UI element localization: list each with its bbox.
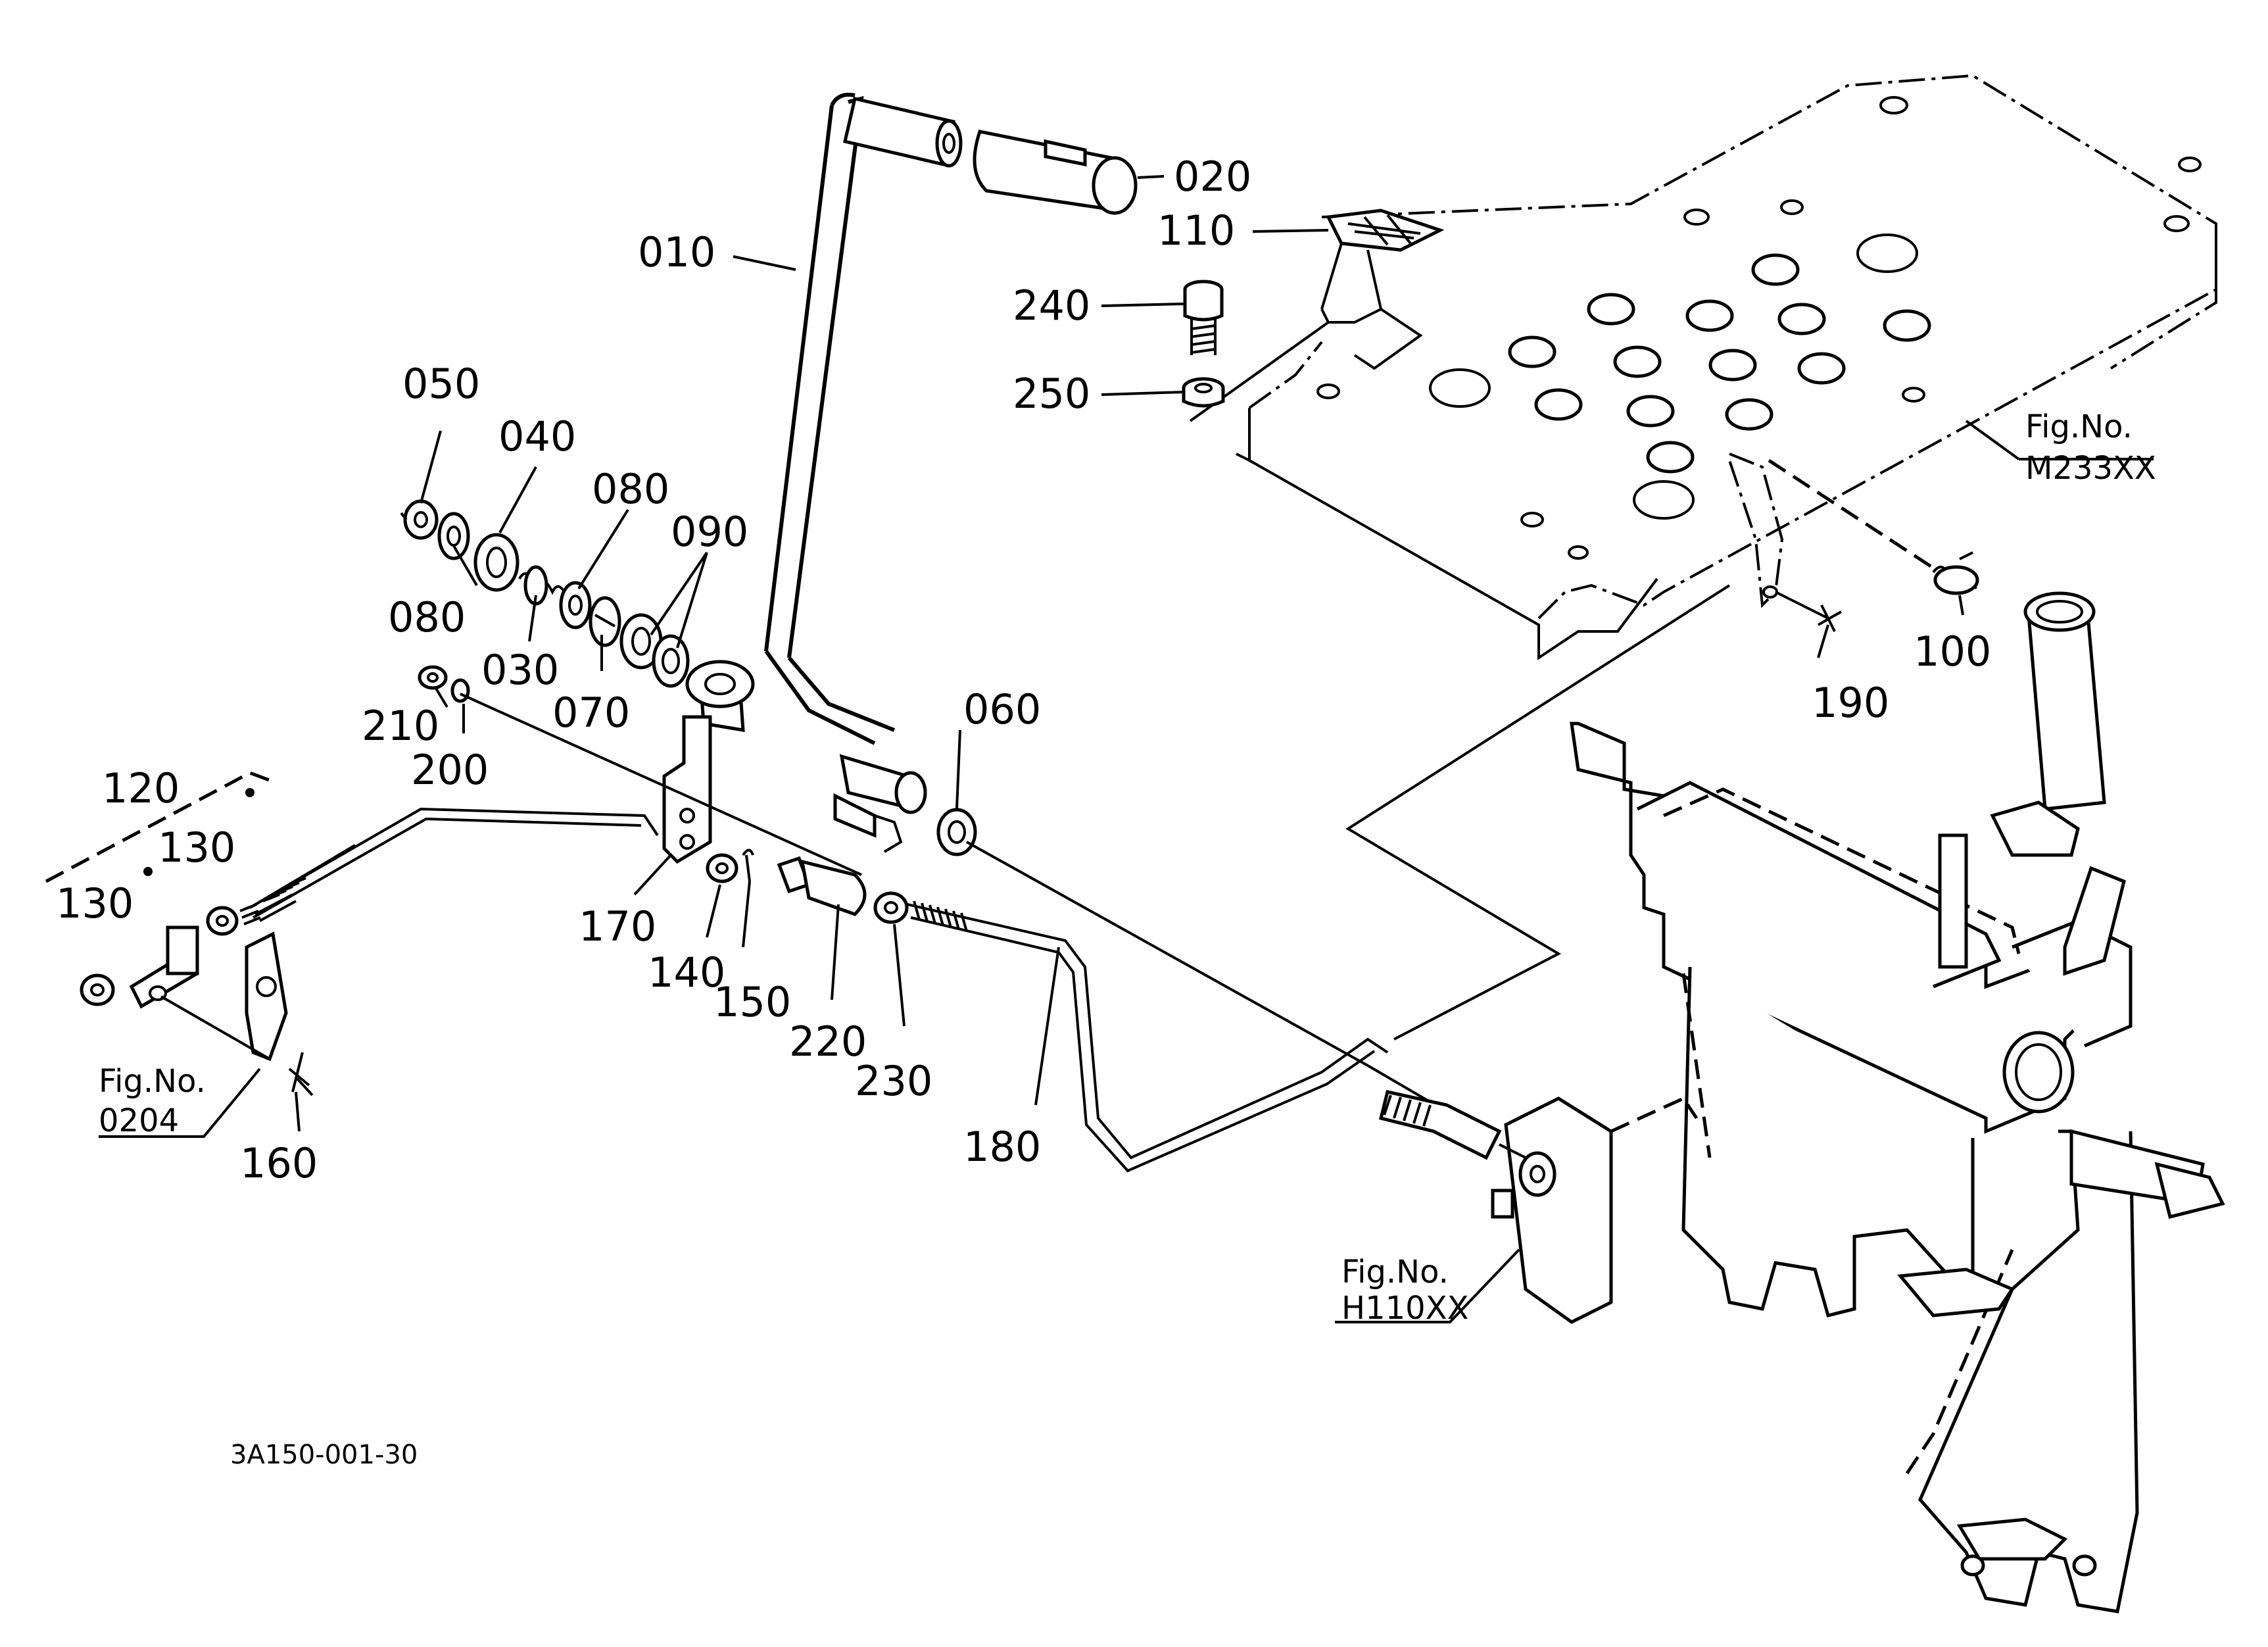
label-080-top: 080	[592, 465, 669, 513]
grip-020	[973, 130, 1138, 215]
label-220: 220	[789, 1018, 867, 1066]
steering-frame	[1570, 591, 2225, 1613]
washer-140	[706, 853, 738, 883]
label-110: 110	[1157, 207, 1235, 255]
washer-200	[450, 678, 470, 703]
label-080-bottom: 080	[388, 593, 466, 641]
label-010: 010	[638, 228, 715, 276]
label-150: 150	[713, 978, 791, 1026]
label-060: 060	[963, 685, 1041, 733]
label-180: 180	[963, 1123, 1041, 1171]
label-210: 210	[362, 702, 439, 750]
pin-150	[742, 848, 754, 882]
label-090: 090	[671, 508, 748, 556]
cotter-pin-160	[288, 1052, 314, 1096]
nut-210	[418, 665, 448, 690]
rod-120	[45, 771, 659, 925]
label-050: 050	[402, 360, 480, 408]
drawing-code: 3A150-001-30	[230, 1440, 418, 1470]
label-120: 120	[102, 764, 180, 812]
part-labels: 010 020 110 240 250 050 040 080 090 080 …	[56, 153, 1991, 1187]
ref-h110-caption: Fig.No.	[1341, 1254, 1449, 1291]
pivot-assembly	[662, 660, 927, 864]
figure-references: Fig.No. M233XX Fig.No. H110XX Fig.No. 02…	[99, 408, 2156, 1327]
label-240: 240	[1013, 282, 1090, 330]
lever-010	[764, 93, 963, 745]
ref-m233-code: M233XX	[2025, 450, 2156, 487]
label-100: 100	[1914, 627, 1991, 676]
label-130-upper: 130	[158, 823, 235, 872]
label-070: 070	[552, 689, 630, 737]
link-plate-0204	[160, 931, 288, 1062]
nut-130-a	[206, 906, 239, 936]
pedal-110	[1189, 209, 1445, 422]
label-170: 170	[579, 902, 656, 950]
cable-run	[1345, 584, 1731, 1041]
ref-h110-code: H110XX	[1341, 1290, 1468, 1327]
nut-130-b	[80, 973, 115, 1006]
label-140: 140	[648, 948, 725, 996]
bolt-240	[1183, 280, 1224, 355]
label-020: 020	[1174, 153, 1251, 201]
mount-bracket	[1378, 1090, 1699, 1324]
washer-060	[936, 808, 977, 856]
label-030: 030	[481, 646, 559, 694]
spring-100	[1768, 458, 1979, 595]
nut-250	[1182, 377, 1225, 408]
label-040: 040	[498, 412, 576, 460]
ref-m233-caption: Fig.No.	[2025, 408, 2133, 445]
ball-joint-220	[777, 856, 867, 916]
bracket-pin	[129, 925, 199, 1009]
lever-arm-190	[1728, 453, 1842, 632]
ref-0204-caption: Fig.No.	[99, 1063, 206, 1100]
label-190: 190	[1812, 679, 1889, 727]
plate-holes	[1316, 96, 2202, 560]
label-200: 200	[411, 746, 489, 794]
leader-lines	[99, 175, 2154, 1323]
label-250: 250	[1013, 370, 1090, 418]
ref-0204-code: 0204	[99, 1102, 179, 1139]
floor-plate	[1236, 74, 2217, 660]
plate-grommets	[1508, 253, 1931, 474]
washer-stack	[400, 499, 690, 688]
label-230: 230	[855, 1057, 932, 1105]
label-160: 160	[240, 1139, 318, 1187]
nut-230	[873, 891, 909, 924]
label-130-left: 130	[56, 879, 133, 927]
